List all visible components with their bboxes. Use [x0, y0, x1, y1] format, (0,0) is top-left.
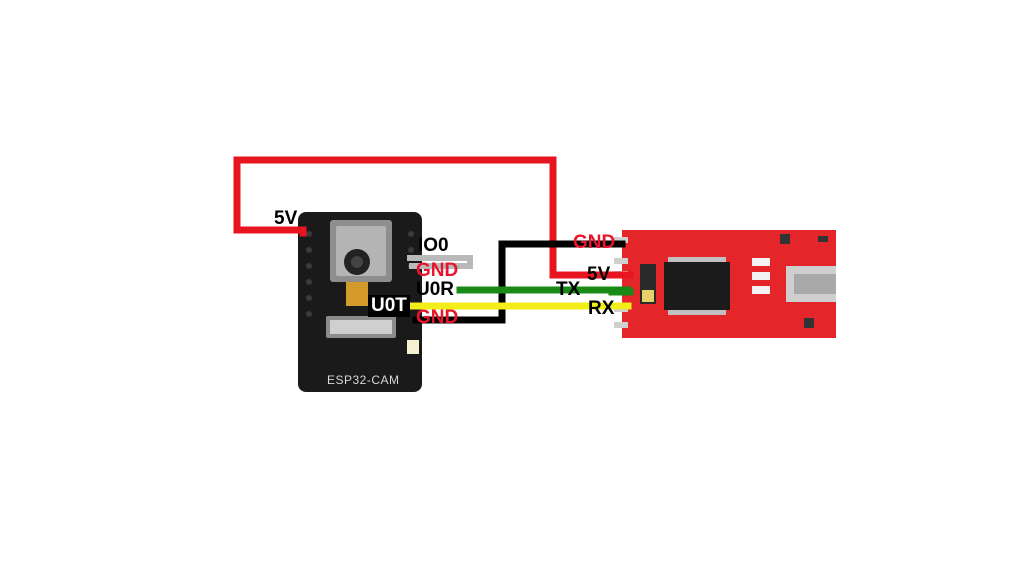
ribbon-connector-slot: [330, 320, 392, 334]
label-esp32-u0t: U0T: [368, 295, 410, 317]
ftdi-chip-legs: [668, 257, 726, 315]
ftdi-chip: [664, 262, 730, 310]
esp32-left-pins: [306, 231, 312, 317]
mini-usb-opening: [794, 274, 836, 294]
ftdi-leds: [752, 258, 770, 294]
label-ftdi-5v: 5V: [587, 264, 611, 285]
label-esp32-u0r: U0R: [416, 279, 455, 300]
label-esp32-io0: IO0: [418, 235, 449, 256]
label-esp32-5v: 5V: [274, 208, 298, 229]
flash-led: [407, 340, 419, 354]
jumper-cap: [642, 290, 654, 302]
camera-lens-inner: [351, 256, 363, 268]
label-ftdi-gnd: GND: [573, 232, 616, 253]
tx-led: [818, 236, 828, 242]
wire-io0-gnd: [407, 255, 473, 269]
ftdi-board: [614, 230, 836, 338]
rx-led: [804, 318, 814, 328]
label-esp32-gnd-bottom: GND: [416, 307, 459, 328]
power-led: [780, 234, 790, 244]
wire-gnd: [412, 240, 626, 324]
camera-flex-cable: [346, 282, 368, 306]
esp32-cam-board: [298, 212, 422, 392]
label-ftdi-tx: TX: [556, 279, 581, 300]
wires: [233, 156, 634, 324]
label-ftdi-rx: RX: [588, 298, 615, 319]
esp32-board-label: ESP32-CAM: [327, 373, 400, 387]
wire-5v: [233, 156, 626, 279]
label-esp32-gnd-top: GND: [416, 260, 459, 281]
